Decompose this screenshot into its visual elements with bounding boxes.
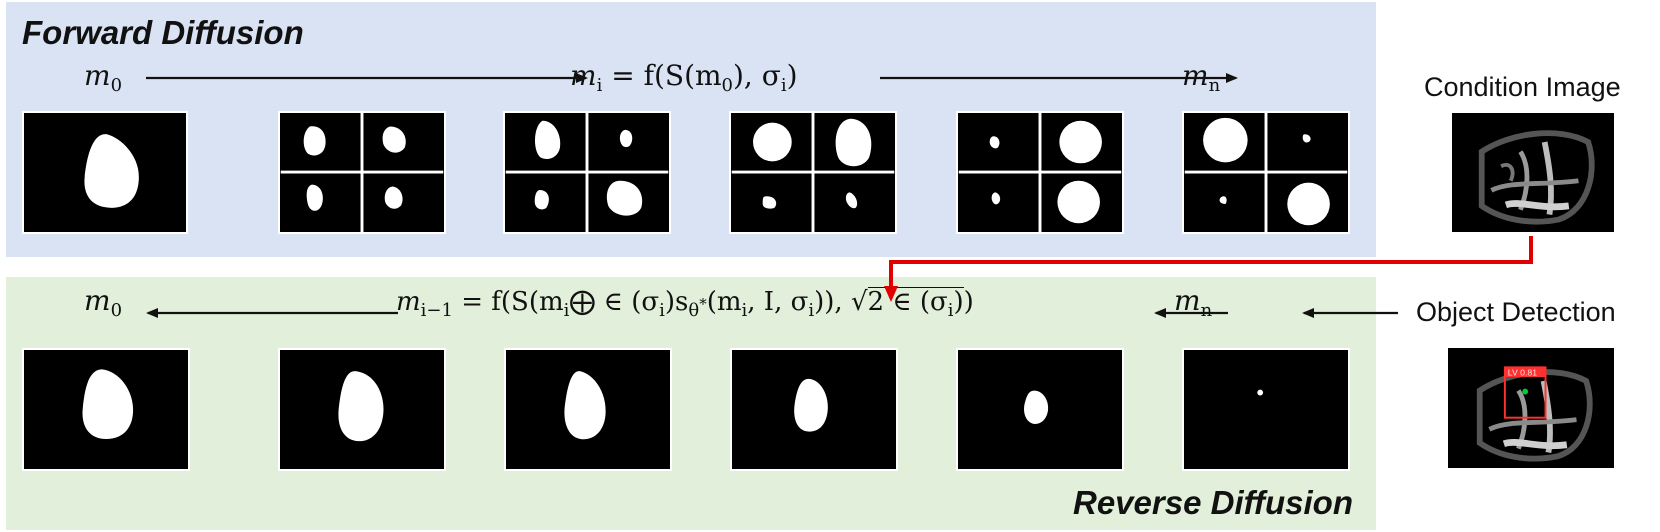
reverse-diffusion-panel xyxy=(6,277,1376,530)
reverse-mn-label: mn xyxy=(1174,284,1213,321)
forward-mi-equation: mi = f(S(m0), σi) xyxy=(570,59,798,96)
reverse-mask-step-2 xyxy=(504,348,672,471)
reverse-m0-label: m0 xyxy=(84,284,123,321)
forward-grid-1 xyxy=(278,111,446,234)
object-detection-label: Object Detection xyxy=(1416,297,1616,327)
forward-diffusion-panel xyxy=(6,2,1376,257)
reverse-diffusion-title: Reverse Diffusion xyxy=(1073,484,1353,521)
forward-mn-label: mn xyxy=(1182,59,1221,96)
reverse-mask-step-4 xyxy=(956,348,1124,471)
forward-grid-5 xyxy=(1182,111,1350,234)
forward-mask-m0 xyxy=(22,111,188,234)
forward-m0-label: m0 xyxy=(84,59,123,96)
object-detection-image: LV 0.81 xyxy=(1446,346,1616,470)
reverse-mask-mn xyxy=(1182,348,1350,471)
detection-box-label: LV 0.81 xyxy=(1508,368,1537,378)
reverse-mask-step-1 xyxy=(278,348,446,471)
forward-grid-2 xyxy=(503,111,671,234)
reverse-mi-1-equation: mi−1 = f(S(mi⨁ ∈ (σi)sθ*(mi, I, σi)), √2… xyxy=(396,287,974,321)
condition-image xyxy=(1450,111,1616,234)
forward-grid-3 xyxy=(729,111,897,234)
forward-grid-4 xyxy=(956,111,1124,234)
reverse-mask-step-3 xyxy=(730,348,898,471)
forward-diffusion-title: Forward Diffusion xyxy=(22,14,304,51)
reverse-mask-m0 xyxy=(22,348,190,471)
condition-image-label: Condition Image xyxy=(1424,72,1621,102)
